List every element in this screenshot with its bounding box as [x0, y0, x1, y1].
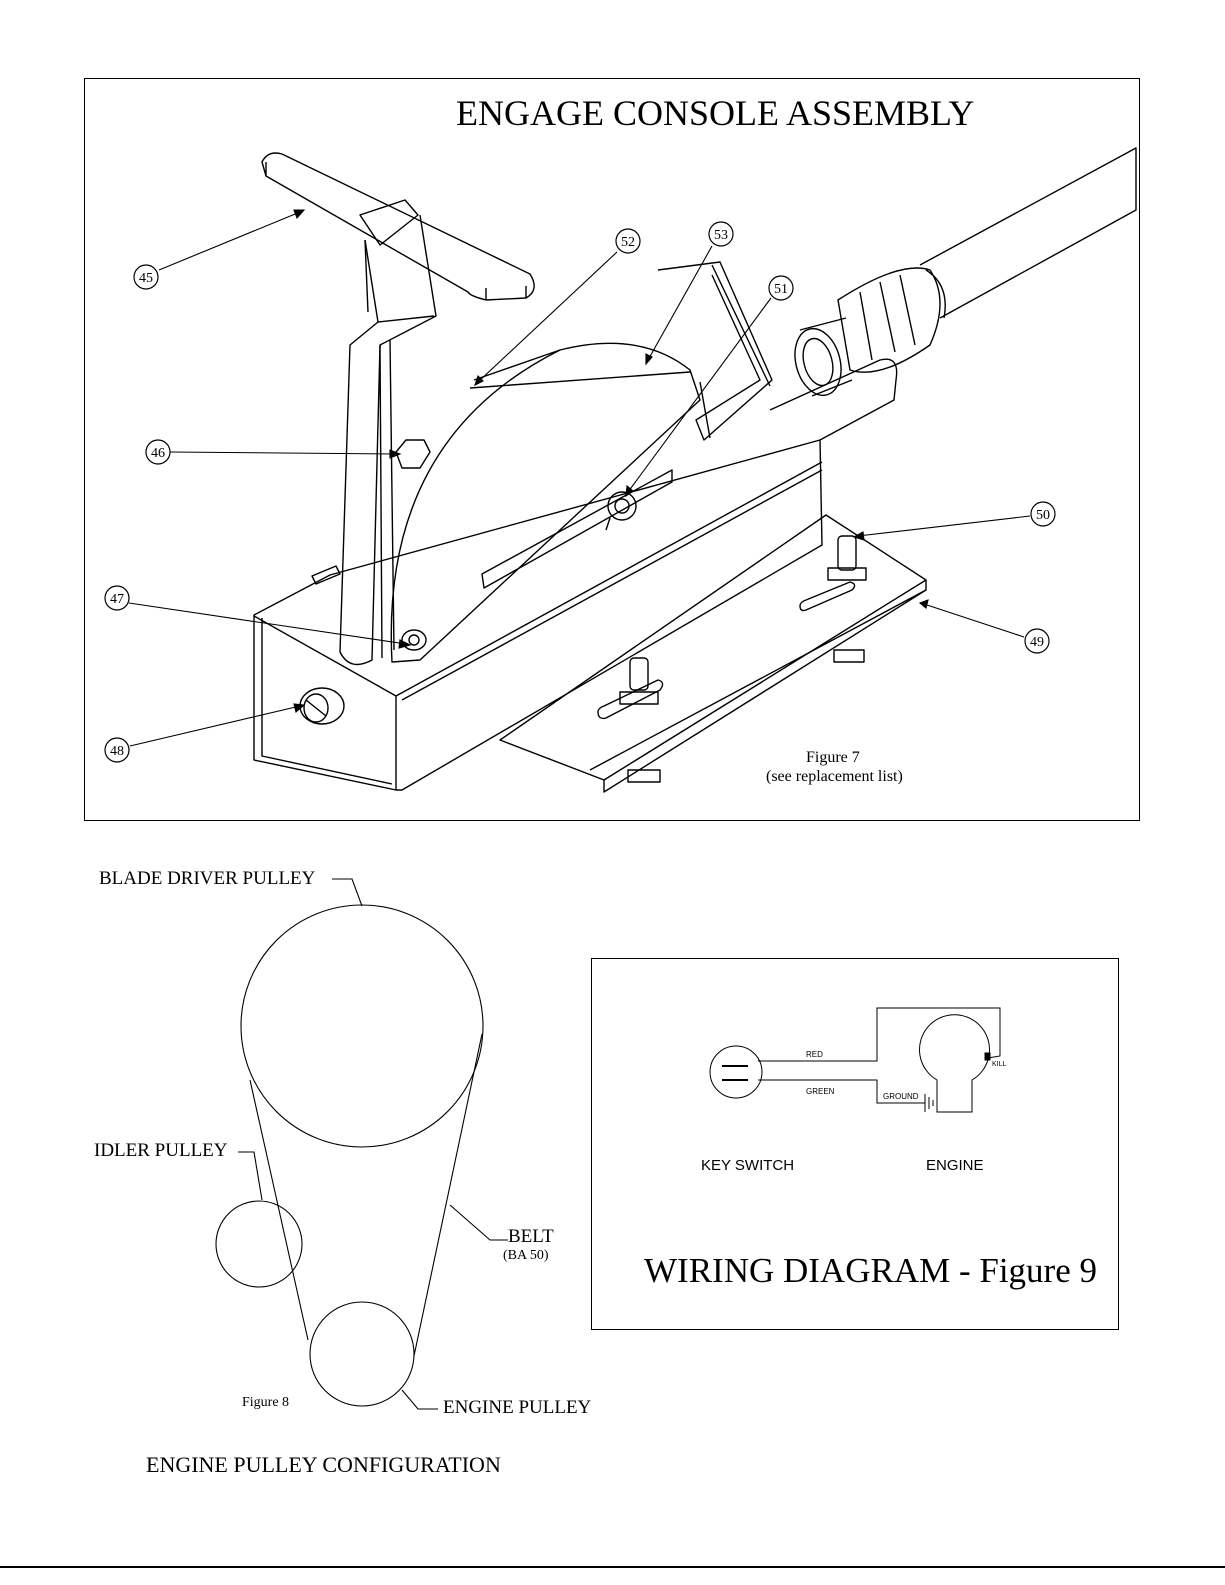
figure-9-title: WIRING DIAGRAM - Figure 9 [644, 1251, 1097, 1291]
callout-label-45: 45 [139, 271, 153, 286]
page-bottom-rule [0, 1566, 1225, 1568]
wire-red-label: RED [806, 1050, 823, 1059]
console-assembly-drawing: 45 46 47 48 49 50 51 52 53 [0, 0, 1225, 830]
callout-label-53: 53 [714, 228, 728, 243]
figure-7-caption-note: (see replacement list) [766, 768, 903, 786]
wire-green-label: GREEN [806, 1087, 835, 1096]
engine-pulley-label: ENGINE PULLEY [443, 1397, 591, 1419]
callout-label-47: 47 [110, 592, 124, 607]
blade-driver-pulley [241, 905, 483, 1147]
callout-label-49: 49 [1030, 635, 1044, 650]
figure-8-title: ENGINE PULLEY CONFIGURATION [146, 1452, 501, 1478]
callout-label-48: 48 [110, 744, 124, 759]
callout-label-52: 52 [621, 235, 635, 250]
engine-symbol [920, 1015, 990, 1112]
engine-pulley [310, 1302, 414, 1406]
ground-label: GROUND [883, 1092, 919, 1101]
key-switch-label: KEY SWITCH [701, 1157, 794, 1174]
belt-part-label: (BA 50) [503, 1248, 549, 1264]
pulley-configuration-drawing [0, 830, 620, 1450]
key-switch-symbol [710, 1046, 762, 1098]
engine-label: ENGINE [926, 1157, 984, 1174]
blade-driver-pulley-label: BLADE DRIVER PULLEY [99, 868, 315, 890]
figure-8-label: Figure 8 [242, 1395, 289, 1411]
callout-label-50: 50 [1036, 508, 1050, 523]
idler-pulley [216, 1201, 302, 1287]
callout-label-46: 46 [151, 446, 165, 461]
callout-label-51: 51 [774, 282, 788, 297]
figure-7-caption: Figure 7 [806, 749, 860, 767]
idler-pulley-label: IDLER PULLEY [94, 1140, 228, 1162]
belt-label: BELT [508, 1226, 554, 1248]
kill-label: KILL [992, 1061, 1007, 1068]
